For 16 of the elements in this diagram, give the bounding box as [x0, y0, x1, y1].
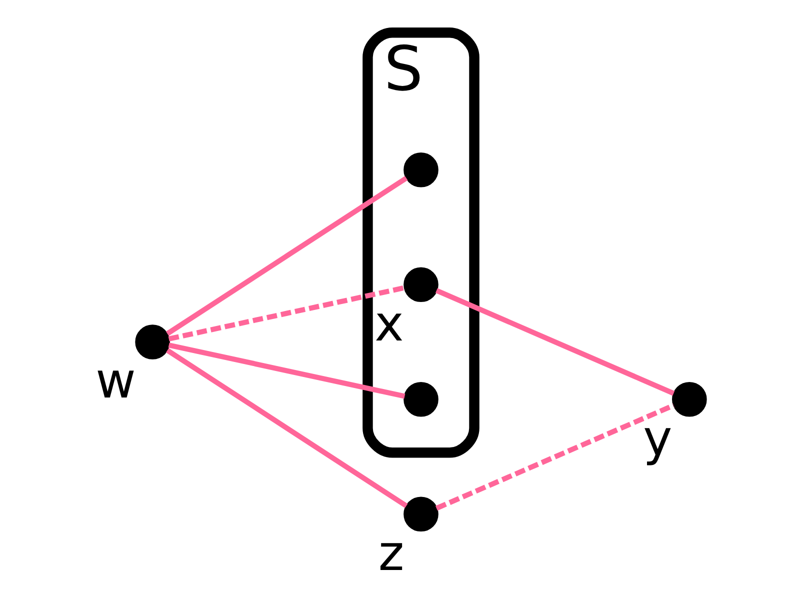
node-label: x — [374, 294, 404, 352]
connector — [165, 176, 408, 336]
node-circle — [403, 267, 438, 302]
node-circle — [134, 324, 170, 360]
connector — [168, 285, 405, 342]
node-label: w — [95, 352, 136, 410]
node-label: z — [378, 524, 404, 582]
connector — [165, 348, 408, 508]
node-circle — [672, 382, 706, 417]
node-circle — [403, 496, 438, 532]
node-label: y — [642, 409, 672, 468]
node-circle — [403, 382, 438, 417]
connector — [434, 403, 674, 511]
connector — [434, 288, 674, 396]
connector — [168, 342, 405, 399]
node-circle — [403, 152, 438, 188]
